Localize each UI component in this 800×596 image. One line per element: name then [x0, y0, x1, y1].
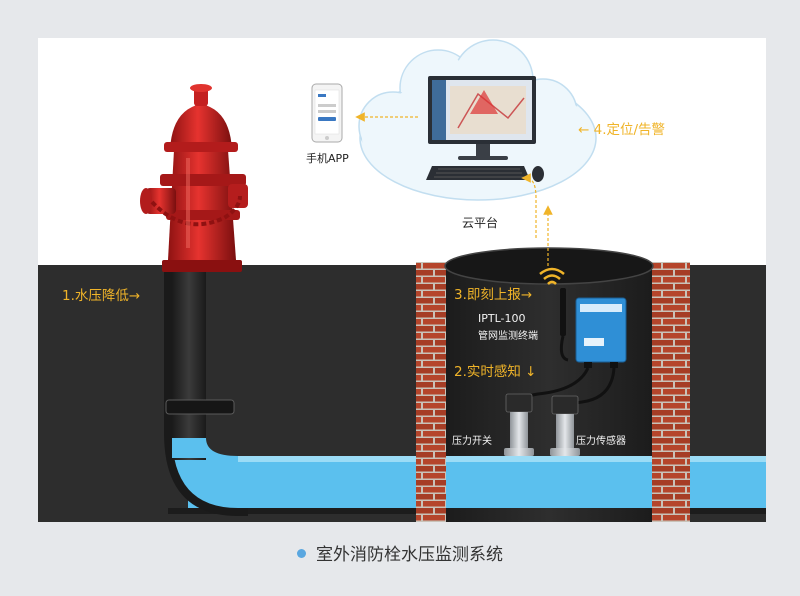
step-1-label: 1.水压降低→ — [62, 288, 141, 304]
cloud-platform-label: 云平台 — [462, 216, 499, 230]
step-2-label: 2.实时感知 ↓ — [454, 364, 537, 380]
pressure-sensor-label: 压力传感器 — [576, 436, 626, 447]
device-model-label: IPTL-100 — [478, 312, 526, 325]
diagram-frame: 手机APP 云平台 ← 4.定位/告警 1.水压降低→ 3.即刻上报→ 2.实时… — [38, 38, 766, 522]
riser-pipe — [172, 270, 206, 460]
desktop-computer-icon — [426, 76, 544, 182]
scene-illustration — [38, 39, 766, 522]
caption-bullet-icon — [297, 549, 306, 558]
pressure-switch-label: 压力开关 — [452, 436, 492, 447]
step-3-label: 3.即刻上报→ — [454, 287, 533, 303]
device-name-label: 管网监测终端 — [478, 331, 538, 342]
app-label: 手机APP — [306, 152, 349, 165]
wifi-icon — [539, 267, 565, 285]
pressure-sensor-icon — [550, 395, 580, 456]
pit-wall-right — [650, 262, 690, 522]
monitoring-terminal-icon — [575, 297, 627, 368]
fire-hydrant-icon — [140, 84, 248, 272]
figure-caption: 室外消防栓水压监测系统 — [0, 540, 800, 565]
smartphone-icon — [311, 83, 343, 143]
caption-text: 室外消防栓水压监测系统 — [316, 545, 503, 565]
pressure-switch-icon — [504, 393, 534, 456]
step-4-label: ← 4.定位/告警 — [578, 122, 666, 138]
